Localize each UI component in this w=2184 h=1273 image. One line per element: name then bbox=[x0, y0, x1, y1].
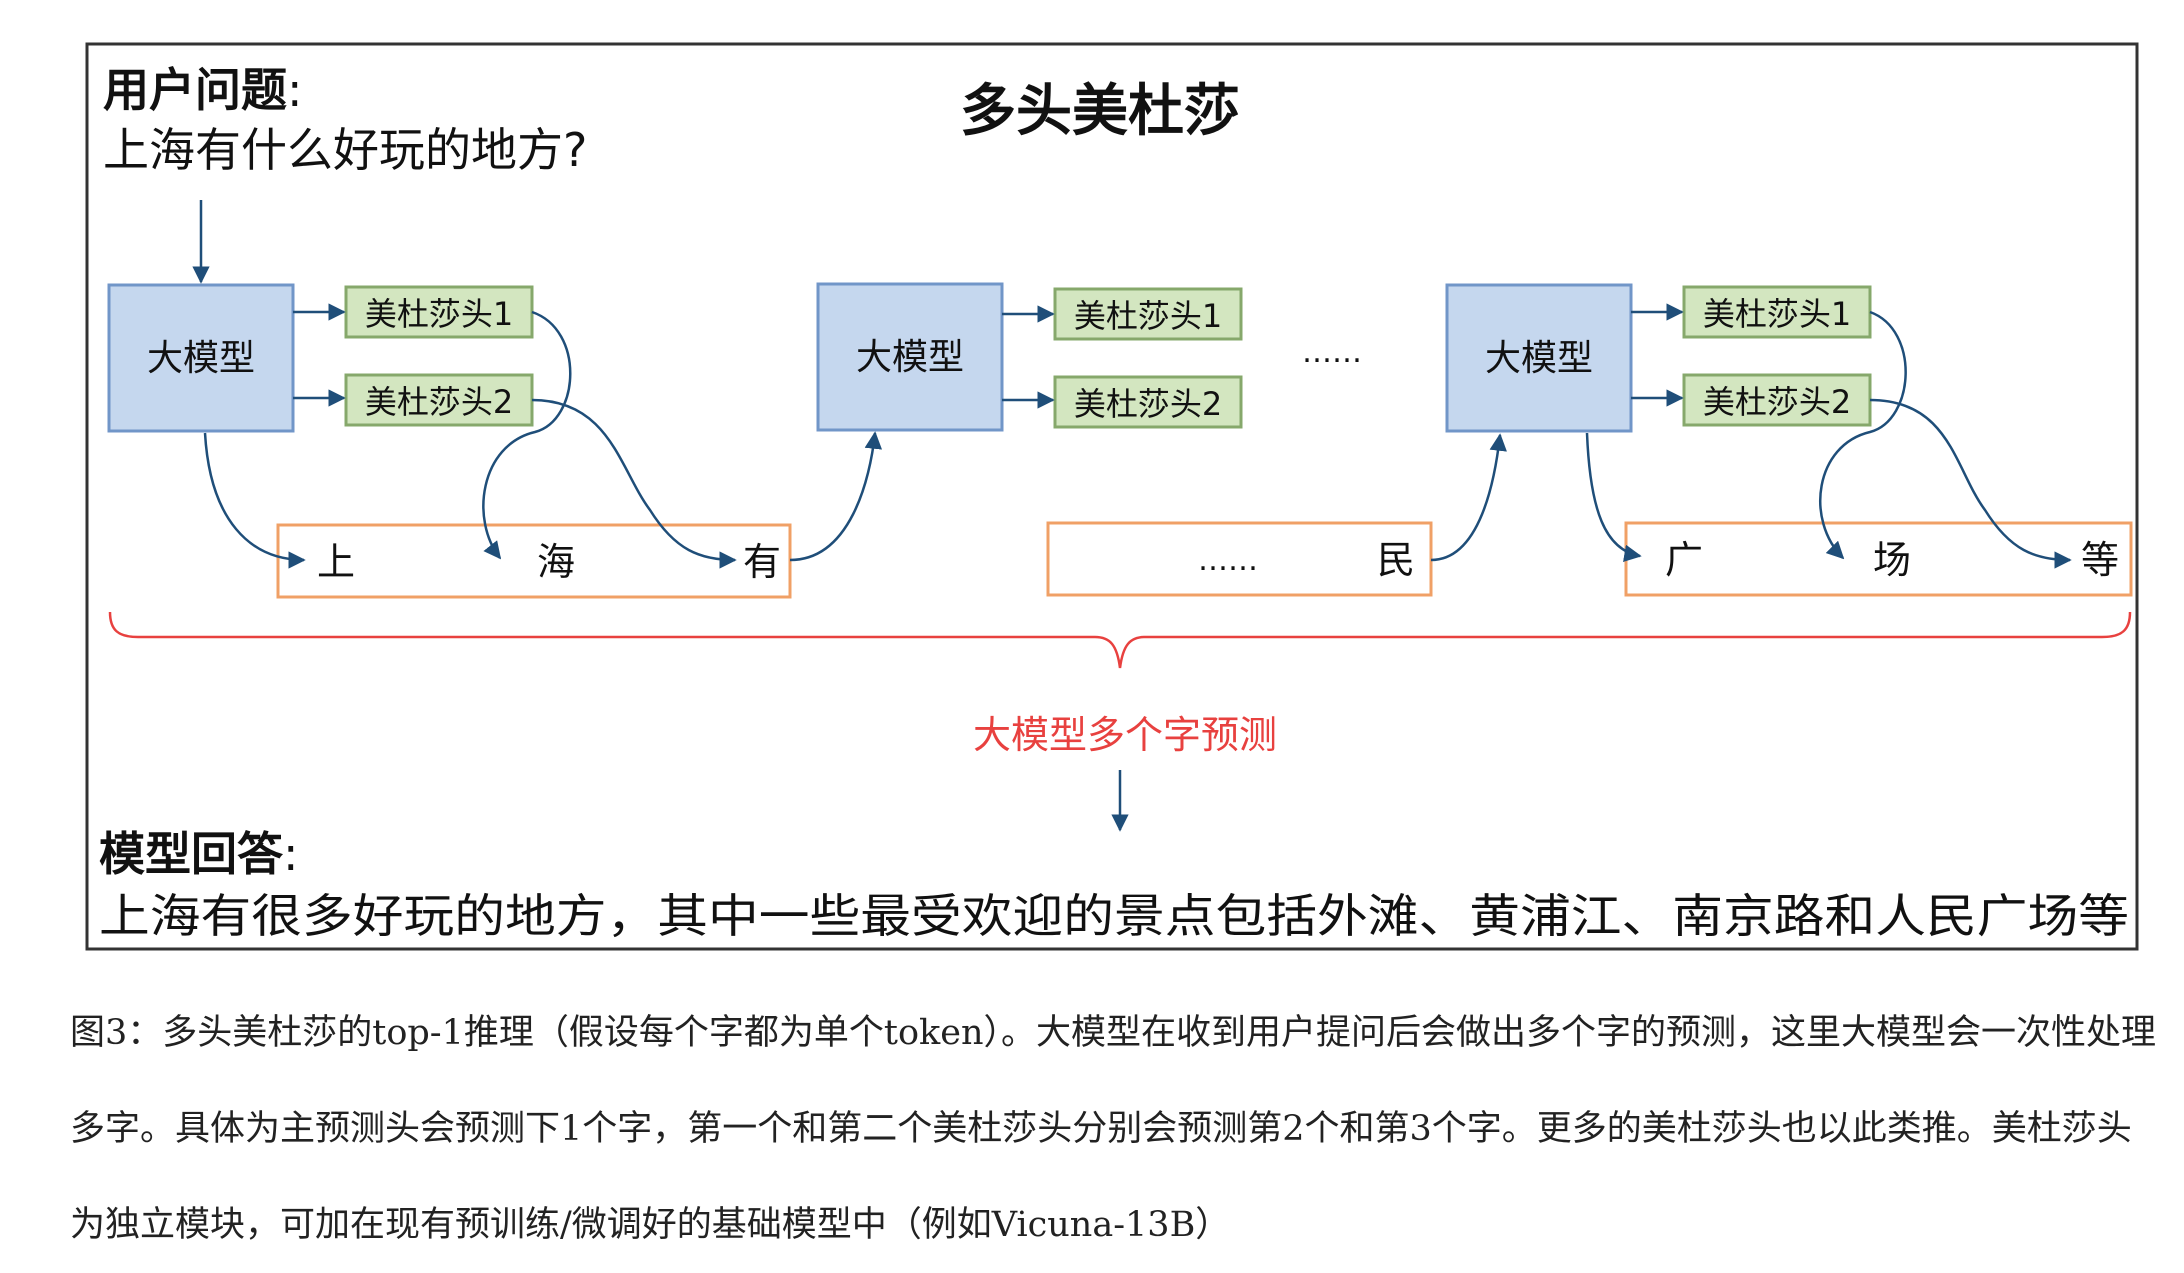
token-2-2: 民 bbox=[1377, 538, 1415, 582]
diagram-frame bbox=[85, 42, 2139, 951]
token-1-3: 有 bbox=[743, 540, 781, 584]
prediction-brace bbox=[108, 611, 2132, 669]
arrow-head2-token bbox=[531, 398, 737, 569]
token-3-3: 等 bbox=[2081, 538, 2119, 582]
medusa-head1-label-2: 美杜莎头1 bbox=[1074, 297, 1222, 335]
arrow-head1-token bbox=[482, 310, 572, 560]
figure-caption: 图3：多头美杜莎的top-1推理（假设每个字都为单个token）。大模型在收到用… bbox=[70, 1013, 2157, 1245]
medusa-head2-label-1: 美杜莎头2 bbox=[365, 383, 513, 421]
arrow-head1-token-3 bbox=[1819, 310, 1907, 560]
medusa-head1-label-1: 美杜莎头1 bbox=[365, 295, 513, 333]
middle-ellipsis: …… bbox=[1302, 335, 1362, 370]
token-box-1 bbox=[276, 523, 792, 599]
llm-label-3: 大模型 bbox=[1485, 338, 1593, 379]
token-3-1: 广 bbox=[1665, 538, 1703, 582]
arrow-token2-llm3 bbox=[1430, 433, 1507, 562]
llm-box-3 bbox=[1445, 283, 1633, 433]
llm-box-2 bbox=[816, 282, 1004, 432]
medusa-head2-label-3: 美杜莎头2 bbox=[1703, 383, 1851, 421]
medusa-head2-box-3 bbox=[1682, 373, 1872, 427]
medusa-head1-box-1 bbox=[344, 285, 534, 339]
medusa-head1-label-3: 美杜莎头1 bbox=[1703, 295, 1851, 333]
token-2-1: …… bbox=[1198, 543, 1258, 578]
token-box-3 bbox=[1624, 521, 2133, 597]
token-1-1: 上 bbox=[317, 540, 355, 584]
answer-label: 模型回答: bbox=[99, 827, 299, 881]
token-3-2: 场 bbox=[1873, 538, 1911, 582]
medusa-head2-box-1 bbox=[344, 373, 534, 427]
answer-text: 上海有很多好玩的地方，其中一些最受欢迎的景点包括外滩、黄浦江、南京路和人民广场等 bbox=[99, 889, 2129, 943]
diagram-title: 多头美杜莎 bbox=[960, 79, 1240, 144]
token-1-2: 海 bbox=[537, 540, 575, 584]
token-box-2 bbox=[1046, 521, 1433, 597]
medusa-head2-box-2 bbox=[1053, 375, 1243, 429]
llm-label-1: 大模型 bbox=[147, 338, 255, 379]
medusa-head2-label-2: 美杜莎头2 bbox=[1074, 385, 1222, 423]
medusa-head1-box-2 bbox=[1053, 287, 1243, 341]
question-label: 用户问题: bbox=[103, 63, 303, 117]
llm-box-1 bbox=[107, 283, 295, 433]
brace-label: 大模型多个字预测 bbox=[973, 713, 1277, 757]
arrow-token1-llm2 bbox=[789, 431, 883, 562]
llm-label-2: 大模型 bbox=[856, 337, 964, 378]
arrow-llm1-token bbox=[203, 432, 306, 569]
arrow-llm3-token bbox=[1585, 432, 1642, 562]
question-text: 上海有什么好玩的地方? bbox=[103, 123, 587, 177]
arrow-head2-token-3 bbox=[1869, 398, 2072, 569]
